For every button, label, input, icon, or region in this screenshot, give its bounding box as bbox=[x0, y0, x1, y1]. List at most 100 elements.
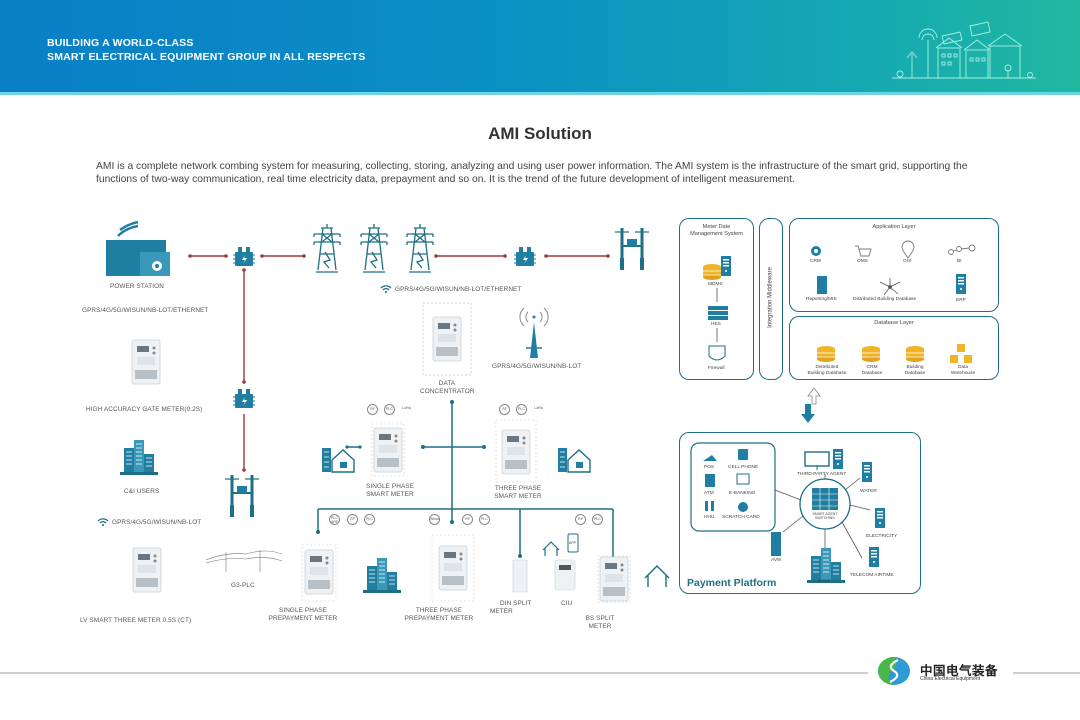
channel-atm: ATM bbox=[704, 491, 714, 496]
channel-pos: POS bbox=[704, 465, 715, 470]
distribution-network-lines bbox=[317, 402, 614, 560]
company-name-cn: 中国电气装备 bbox=[920, 664, 999, 678]
label-line: METER bbox=[490, 608, 513, 615]
single-phase-frame bbox=[371, 423, 405, 477]
node-third-party: THIRD-PARTY AGENT bbox=[797, 472, 847, 477]
single-phase-prepayment-meter-image bbox=[304, 549, 334, 595]
label-line: SMART METER bbox=[366, 491, 414, 498]
pos-icon bbox=[703, 455, 717, 461]
integration-middleware-panel bbox=[759, 218, 783, 380]
banner-accent-line bbox=[0, 92, 1080, 95]
application-layer-panel bbox=[789, 218, 999, 312]
channel-e-banking: E-BANKING bbox=[729, 491, 756, 496]
rf-badge: RF bbox=[367, 404, 378, 415]
db-item: Data Warehouse bbox=[948, 365, 978, 377]
single-phase-smart-meter-image bbox=[373, 427, 403, 473]
ci-users-label: C&I USERS bbox=[124, 488, 160, 495]
label-line: DATA bbox=[438, 380, 456, 387]
three-phase-meter-label: THREE PHASE SMART METER bbox=[488, 485, 548, 501]
ciu-image bbox=[554, 559, 576, 591]
gate-meter-image bbox=[131, 339, 161, 385]
label-line: SINGLE PHASE bbox=[278, 607, 328, 614]
node-electricity: ELECTRICITY bbox=[866, 534, 898, 539]
comm-protocols-label: GPRS/4G/5G/WISUN/NB-LOT/ETHERNET bbox=[82, 307, 209, 314]
gate-transformer-icon bbox=[232, 388, 256, 409]
g3-plc-wires-icon bbox=[205, 550, 283, 572]
data-concentrator-image bbox=[432, 316, 462, 362]
hhu-icon bbox=[705, 501, 714, 511]
hub-spokes bbox=[774, 474, 871, 559]
company-logo-icon bbox=[878, 657, 910, 685]
title-line: Meter Date bbox=[702, 224, 731, 230]
power-line-nodes bbox=[188, 254, 610, 472]
bi-network-icon bbox=[948, 244, 976, 255]
plc-badge: PLC bbox=[516, 404, 527, 415]
power-station-label: POWER STATION bbox=[110, 283, 164, 290]
plc-badge: PLC bbox=[592, 514, 603, 525]
payment-channels-box bbox=[690, 442, 776, 532]
hes-icon bbox=[708, 306, 728, 320]
utility-pole-transformer-icon bbox=[613, 226, 651, 272]
db-line: Warehouse bbox=[950, 371, 976, 376]
footer-divider bbox=[0, 672, 868, 674]
rf-badge: RF bbox=[499, 404, 510, 415]
label-line: THREE PHASE bbox=[415, 607, 463, 614]
tp-prepayment-meter-label: THREE PHASE PREPAYMENT METER bbox=[404, 607, 474, 623]
hub-grid bbox=[812, 488, 838, 510]
page-description: AMI is a complete network combing system… bbox=[96, 161, 968, 185]
cell-phone-icon bbox=[738, 449, 748, 460]
label-line: THREE PHASE bbox=[494, 485, 542, 492]
home-icon bbox=[542, 541, 560, 556]
app-item-crm: CRM bbox=[810, 259, 821, 264]
e-banking-icon bbox=[736, 473, 750, 485]
node-avm: AVM bbox=[771, 558, 782, 563]
power-station-icon bbox=[106, 220, 170, 276]
app-item-erp: ERP bbox=[956, 298, 966, 303]
page-title: AMI Solution bbox=[488, 124, 592, 143]
application-layer-title: Application Layer bbox=[872, 224, 916, 230]
wisun-badge: Wisun bbox=[429, 514, 440, 525]
banner-line-2: SMART ELECTRICAL EQUIPMENT GROUP IN ALL … bbox=[47, 51, 366, 63]
db-item: Distributed Building Database bbox=[806, 365, 848, 377]
db-item: Building Database bbox=[901, 365, 929, 377]
tower-comm-label: GPRS/4G/5G/WISUN/NB-LOT bbox=[492, 363, 582, 370]
db-line: Data bbox=[957, 365, 969, 370]
hub-line: SWITCHING bbox=[814, 516, 836, 520]
transmission-tower-icon bbox=[360, 223, 388, 273]
plc-badge: PLC bbox=[384, 404, 395, 415]
payment-platform-panel bbox=[679, 432, 921, 594]
comm-protocols-label: GPRS/4G/5G/WISUN/NB-LOT bbox=[112, 519, 202, 526]
company-name-en: China Electrical Equipment bbox=[920, 676, 981, 682]
mobile-app-icon bbox=[567, 533, 579, 553]
bs-split-meter-label: BS SPLIT METER bbox=[582, 615, 618, 631]
firewall-icon bbox=[708, 345, 726, 361]
app-label: APP bbox=[569, 541, 577, 545]
arrow-down-icon bbox=[801, 404, 815, 423]
single-phase-meter-label: SINGLE PHASE SMART METER bbox=[360, 483, 420, 499]
network-nodes bbox=[316, 400, 615, 562]
rf-badge: RF bbox=[347, 514, 358, 525]
tp-prepay-frame bbox=[431, 534, 475, 602]
ciu-label: CIU bbox=[561, 600, 573, 607]
mdms-panel bbox=[679, 218, 754, 380]
smart-city-solar-icon bbox=[892, 21, 1036, 79]
title-line: Management System bbox=[690, 231, 743, 237]
mdms-title: Meter Date Management System bbox=[679, 224, 754, 238]
db-line: Building Database bbox=[807, 371, 847, 376]
db-line: Database bbox=[904, 371, 926, 376]
bs-split-frame bbox=[597, 555, 631, 603]
app-item-bi: BI bbox=[957, 259, 962, 264]
commercial-building-icon bbox=[362, 557, 402, 594]
distributed-network-icon bbox=[879, 278, 901, 296]
node-telecom: TELECOM AIRTIME bbox=[850, 573, 894, 578]
sp-prepay-frame bbox=[301, 544, 337, 602]
avm-kiosk-icon bbox=[771, 532, 781, 556]
home-icon bbox=[644, 565, 670, 587]
comm-protocols-label: GPRS/4G/5G/WISUN/NB-LOT/ETHERNET bbox=[395, 286, 522, 293]
label-line: CONCENTRATOR bbox=[420, 388, 475, 395]
third-party-monitor-icon bbox=[804, 451, 830, 470]
channel-hhu: HHU bbox=[704, 515, 715, 520]
transmission-tower-icon bbox=[406, 223, 434, 273]
db-line: Building bbox=[906, 365, 924, 370]
